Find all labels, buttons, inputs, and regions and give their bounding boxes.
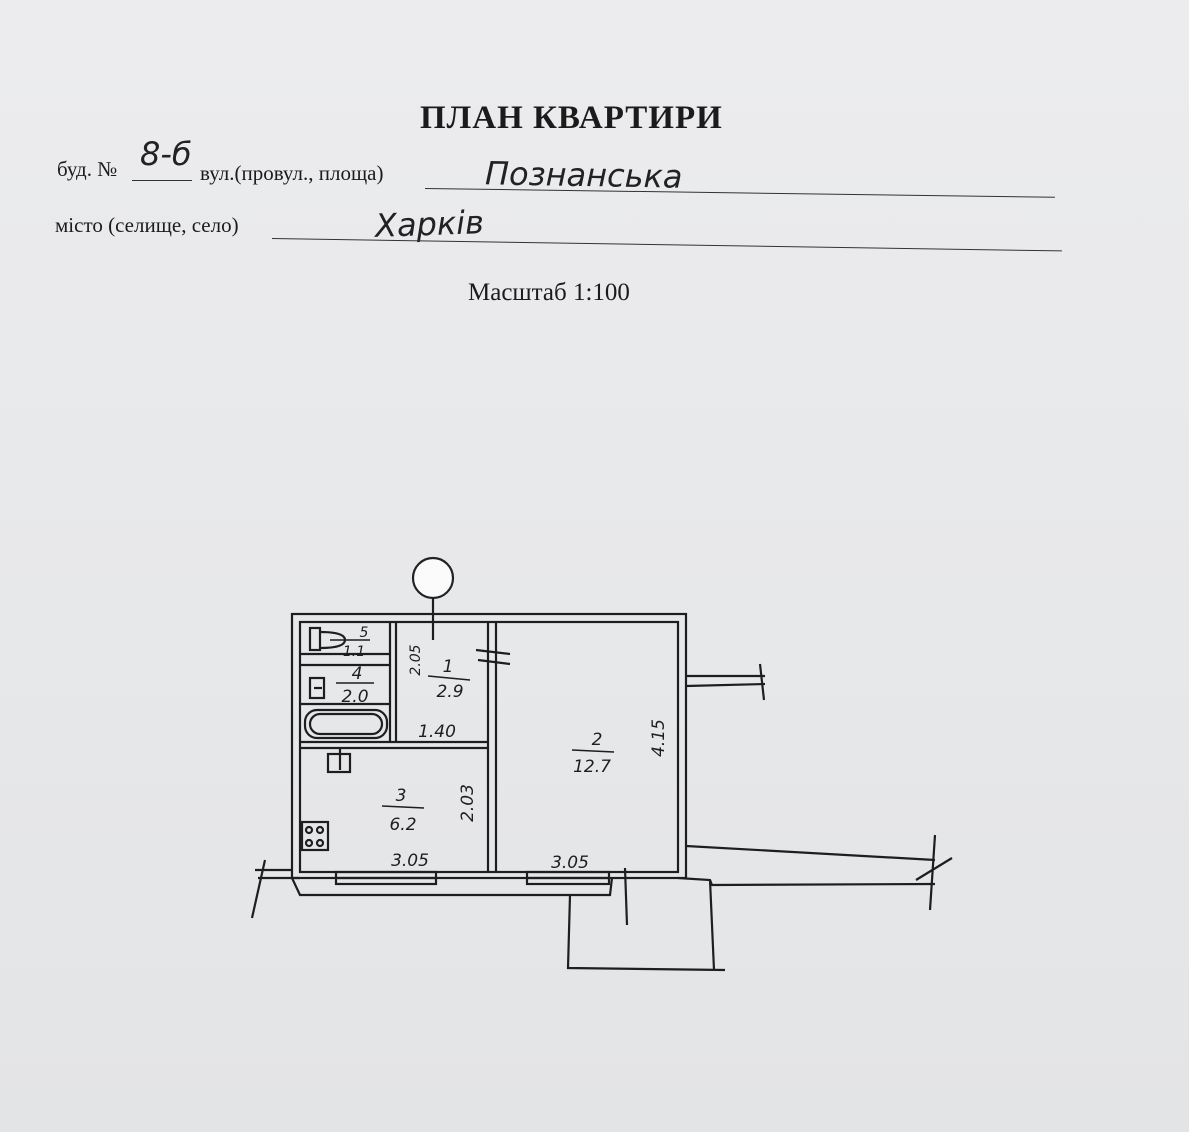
dimension-room-width: 3.05 (551, 853, 589, 873)
room-2-area: 12.7 (573, 757, 611, 777)
city-label: місто (селище, село) (55, 213, 239, 237)
room-5-area: 1.1 (343, 644, 365, 660)
entrance-marker-icon (411, 556, 455, 640)
kitchen-sink-icon (326, 752, 352, 774)
street-label: вул.(провул., площа) (200, 161, 384, 185)
sink-icon (308, 676, 326, 700)
room-2-number: 2 (592, 730, 603, 750)
scale-label: Масштаб 1:100 (468, 279, 630, 306)
bathtub-icon (303, 708, 389, 740)
interior-walls (300, 622, 511, 872)
page-title: ПЛАН КВАРТИРИ (420, 100, 723, 136)
room-1-area: 2.9 (436, 682, 463, 702)
room-4-number: 4 (352, 664, 363, 684)
room-5-number: 5 (360, 625, 369, 641)
building-number: 8-б (140, 135, 192, 173)
dimension-corridor-width: 1.40 (418, 722, 456, 742)
dimension-room-height: 4.15 (649, 719, 669, 757)
area-fraction-lines (330, 639, 615, 809)
windows (334, 870, 611, 886)
room-3-number: 3 (396, 786, 407, 806)
dimension-kitchen-width: 3.05 (391, 851, 429, 871)
building-label: буд. № (57, 157, 118, 181)
stove-icon (300, 820, 330, 852)
toilet-icon (308, 626, 347, 652)
dimension-kitchen-height: 2.03 (458, 784, 478, 822)
dimension-corridor-height: 2.05 (408, 644, 424, 675)
building-underline (132, 180, 192, 181)
room-4-area: 2.0 (341, 687, 368, 707)
room-1-number: 1 (443, 657, 454, 677)
room-3-area: 6.2 (389, 815, 416, 835)
